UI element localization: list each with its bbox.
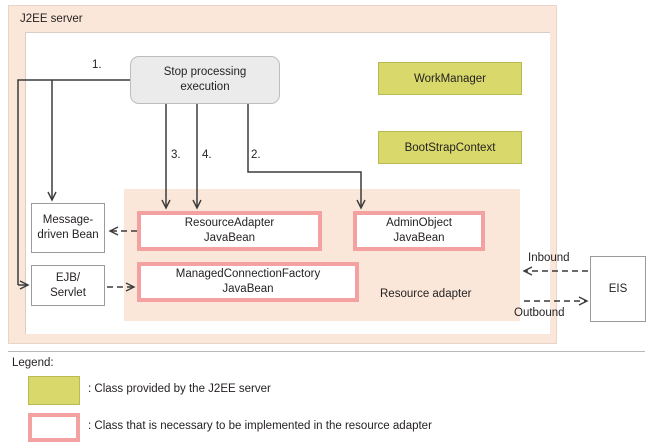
- class-box-managedconnectionfactory-javabean[interactable]: ManagedConnectionFactory JavaBean: [137, 262, 359, 302]
- class-box-adminobject-javabean[interactable]: AdminObject JavaBean: [353, 211, 485, 251]
- mdb-line1: Message-: [42, 214, 94, 226]
- j2ee-server-title: J2EE server: [20, 13, 83, 25]
- box-eis[interactable]: EIS: [590, 256, 646, 322]
- flow-label-outbound: Outbound: [514, 307, 565, 319]
- resourceadapter-line2: JavaBean: [203, 232, 256, 244]
- adminobject-line1: AdminObject: [386, 217, 452, 229]
- flow-label-inbound: Inbound: [528, 252, 570, 264]
- managedconnectionfactory-line2: JavaBean: [222, 283, 274, 295]
- legend-swatch-yellow: [28, 376, 80, 405]
- class-box-workmanager[interactable]: WorkManager: [378, 62, 522, 95]
- eis-label: EIS: [608, 282, 628, 295]
- stop-processing-execution-box[interactable]: Stop processing execution: [130, 56, 280, 104]
- adminobject-line2: JavaBean: [393, 232, 445, 244]
- legend-divider: [8, 351, 645, 352]
- step-label-2: 2.: [251, 149, 261, 161]
- legend-swatch-pink-outline: [28, 413, 80, 442]
- legend-text-pink: : Class that is necessary to be implemen…: [88, 420, 432, 432]
- box-message-driven-bean[interactable]: Message- driven Bean: [31, 203, 105, 253]
- step-label-4: 4.: [202, 149, 212, 161]
- step-label-3: 3.: [171, 149, 181, 161]
- box-ejb-servlet[interactable]: EJB/ Servlet: [31, 265, 105, 306]
- ejb-line2: Servlet: [50, 286, 86, 299]
- resourceadapter-line1: ResourceAdapter: [184, 217, 275, 229]
- class-box-bootstrapcontext[interactable]: BootStrapContext: [378, 131, 522, 164]
- ejb-line1: EJB/: [55, 271, 81, 284]
- class-box-resourceadapter-javabean[interactable]: ResourceAdapter JavaBean: [137, 211, 322, 251]
- legend-text-yellow: : Class provided by the J2EE server: [88, 383, 271, 395]
- process-box-line2: execution: [180, 81, 230, 93]
- bootstrapcontext-label: BootStrapContext: [404, 141, 496, 154]
- process-box-line1: Stop processing: [163, 66, 247, 78]
- managedconnectionfactory-line1: ManagedConnectionFactory: [175, 268, 321, 280]
- resource-adapter-label: Resource adapter: [380, 288, 472, 300]
- step-label-1: 1.: [92, 59, 102, 71]
- workmanager-label: WorkManager: [413, 72, 486, 85]
- mdb-line2: driven Bean: [37, 229, 99, 241]
- legend-title: Legend:: [12, 357, 54, 369]
